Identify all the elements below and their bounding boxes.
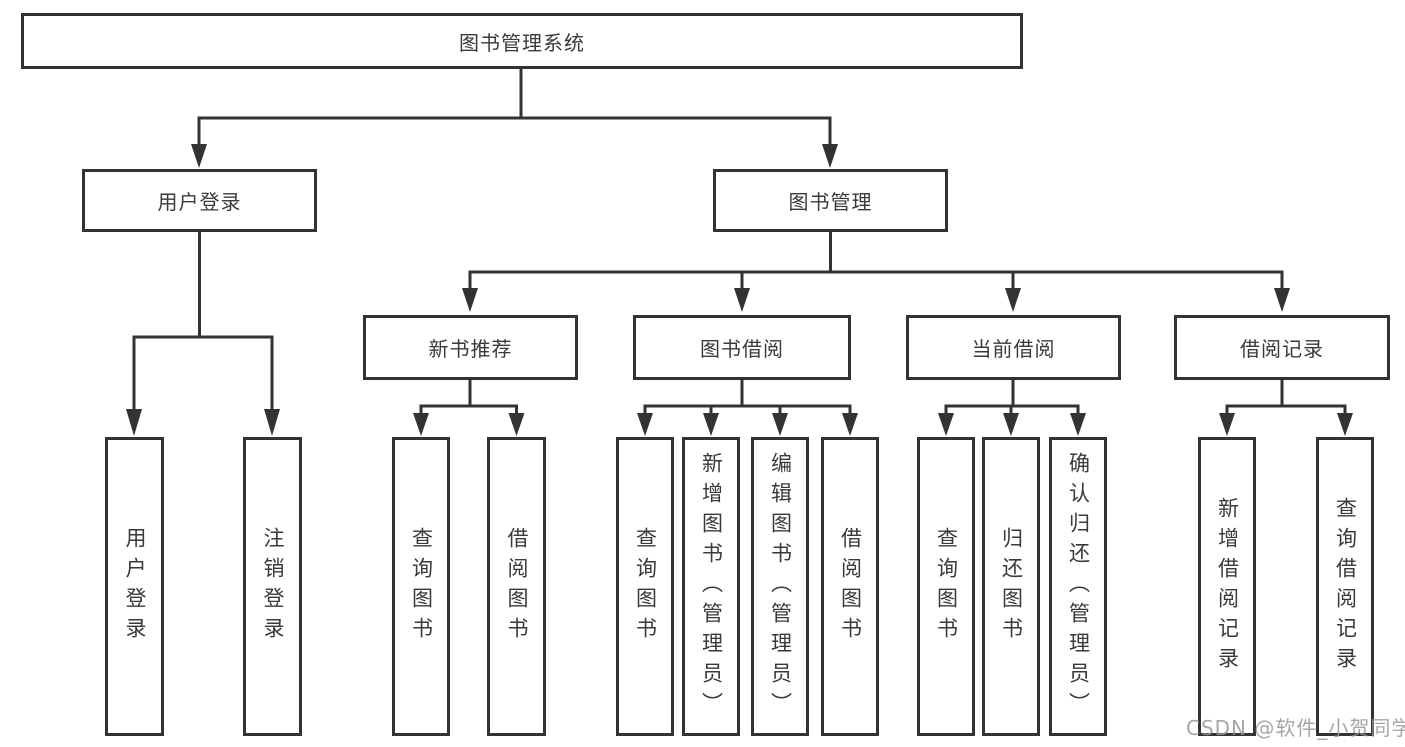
leaf-current-confirm-return-admin: 确认归还（管理员） bbox=[1049, 437, 1107, 736]
node-label: 用户登录 bbox=[157, 190, 242, 214]
node-label: 查询图书 bbox=[409, 526, 434, 647]
connector-lines bbox=[132, 67, 1347, 416]
node-label: 借阅图书 bbox=[505, 526, 529, 647]
node-borrowing-records: 借阅记录 bbox=[1174, 315, 1390, 380]
node-label: 借阅图书 bbox=[838, 526, 863, 647]
node-label: 确认归还（管理员） bbox=[1066, 451, 1091, 722]
connector-arrowheads bbox=[126, 144, 1353, 436]
leaf-recommend-query-books: 查询图书 bbox=[392, 437, 450, 736]
leaf-borrow-edit-books-admin: 编辑图书（管理员） bbox=[751, 437, 809, 736]
node-label: 查询图书 bbox=[633, 526, 658, 647]
node-label: 查询借阅记录 bbox=[1333, 496, 1358, 677]
node-book-management: 图书管理 bbox=[713, 169, 948, 232]
node-user-login: 用户登录 bbox=[82, 169, 317, 232]
leaf-borrow-borrow-books: 借阅图书 bbox=[821, 437, 879, 736]
node-label: 新书推荐 bbox=[428, 337, 513, 361]
node-system: 图书管理系统 bbox=[21, 13, 1023, 69]
leaf-borrow-add-books-admin: 新增图书（管理员） bbox=[682, 437, 740, 736]
leaf-current-query-books: 查询图书 bbox=[917, 437, 975, 736]
leaf-user-login: 用户登录 bbox=[105, 437, 164, 736]
leaf-records-add-record: 新增借阅记录 bbox=[1198, 437, 1256, 736]
leaf-logout: 注销登录 bbox=[243, 437, 302, 736]
node-label: 图书管理系统 bbox=[459, 30, 585, 55]
node-current-borrowing: 当前借阅 bbox=[906, 315, 1121, 380]
node-label: 新增图书（管理员） bbox=[699, 451, 724, 722]
node-label: 图书借阅 bbox=[700, 337, 784, 361]
leaf-current-return-books: 归还图书 bbox=[982, 437, 1040, 736]
node-label: 查询图书 bbox=[934, 526, 959, 647]
node-label: 新增借阅记录 bbox=[1215, 496, 1240, 677]
node-label: 归还图书 bbox=[999, 526, 1024, 647]
leaf-borrow-query-books: 查询图书 bbox=[616, 437, 674, 736]
node-label: 用户登录 bbox=[123, 526, 147, 647]
node-label: 当前借阅 bbox=[971, 337, 1056, 361]
node-label: 图书管理 bbox=[788, 190, 873, 214]
node-label: 注销登录 bbox=[261, 526, 285, 647]
leaf-recommend-borrow-books: 借阅图书 bbox=[487, 437, 546, 736]
node-new-book-recommend: 新书推荐 bbox=[363, 315, 578, 380]
csdn-watermark: CSDN @软件_小贺同学 bbox=[1186, 716, 1405, 740]
node-label: 编辑图书（管理员） bbox=[768, 451, 793, 722]
node-book-borrowing: 图书借阅 bbox=[633, 315, 851, 380]
leaf-records-query-record: 查询借阅记录 bbox=[1316, 437, 1374, 736]
node-label: 借阅记录 bbox=[1240, 337, 1324, 361]
